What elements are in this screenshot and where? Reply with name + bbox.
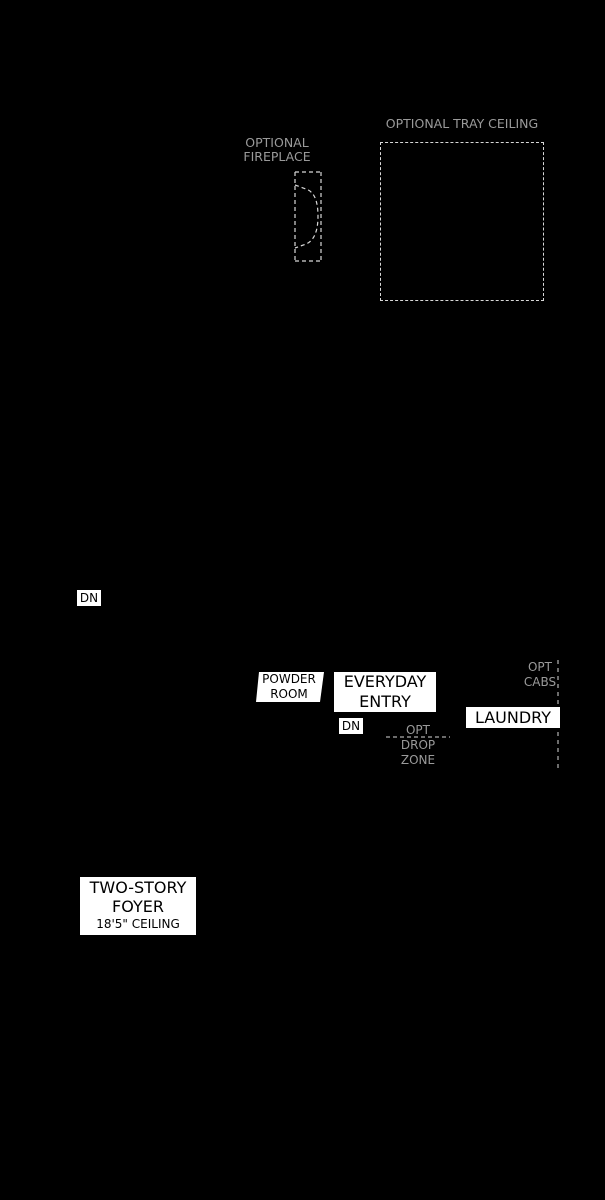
powder-room-label-background — [256, 672, 324, 702]
opt-cabs-label: OPT CABS — [515, 660, 565, 690]
fireplace-hearth-outline — [294, 184, 319, 249]
everyday-entry-line-2: ENTRY — [359, 692, 411, 711]
powder-room-line-1: POWDER — [262, 672, 316, 686]
optional-fireplace-label: OPTIONAL FIREPLACE — [236, 135, 318, 165]
opt-cabs-line-2: CABS — [523, 675, 557, 689]
foyer-line-1: TWO-STORY — [89, 878, 187, 897]
optional-fireplace-line-1: OPTIONAL — [245, 135, 309, 150]
foyer-line-2: FOYER — [112, 897, 164, 916]
opt-drop-zone-label: OPT DROP ZONE — [388, 723, 448, 768]
everyday-entry-line-1: EVERYDAY — [343, 672, 427, 691]
laundry-label: LAUNDRY — [466, 707, 560, 728]
opt-drop-zone-line-1: OPT — [405, 723, 430, 737]
stair-down-upper-label: DN — [77, 590, 101, 606]
foyer-ceiling-height: 18'5" CEILING — [96, 917, 180, 931]
optional-tray-ceiling-label: OPTIONAL TRAY CEILING — [385, 116, 539, 131]
opt-drop-zone-line-2: DROP — [400, 738, 436, 752]
powder-room-line-2: ROOM — [270, 686, 308, 701]
optional-fireplace-line-2: FIREPLACE — [243, 149, 311, 165]
two-story-foyer-label: TWO-STORY FOYER 18'5" CEILING — [80, 877, 196, 935]
everyday-entry-label: EVERYDAY ENTRY — [334, 672, 436, 712]
powder-room-text: POWDER ROOM — [256, 672, 322, 701]
optional-tray-ceiling-outline — [380, 142, 544, 301]
stair-down-entry-label: DN — [339, 718, 363, 734]
powder-room-label-box: POWDER ROOM — [256, 672, 324, 702]
opt-cabs-line-1: OPT — [527, 660, 552, 674]
opt-drop-zone-line-3: ZONE — [400, 753, 436, 767]
